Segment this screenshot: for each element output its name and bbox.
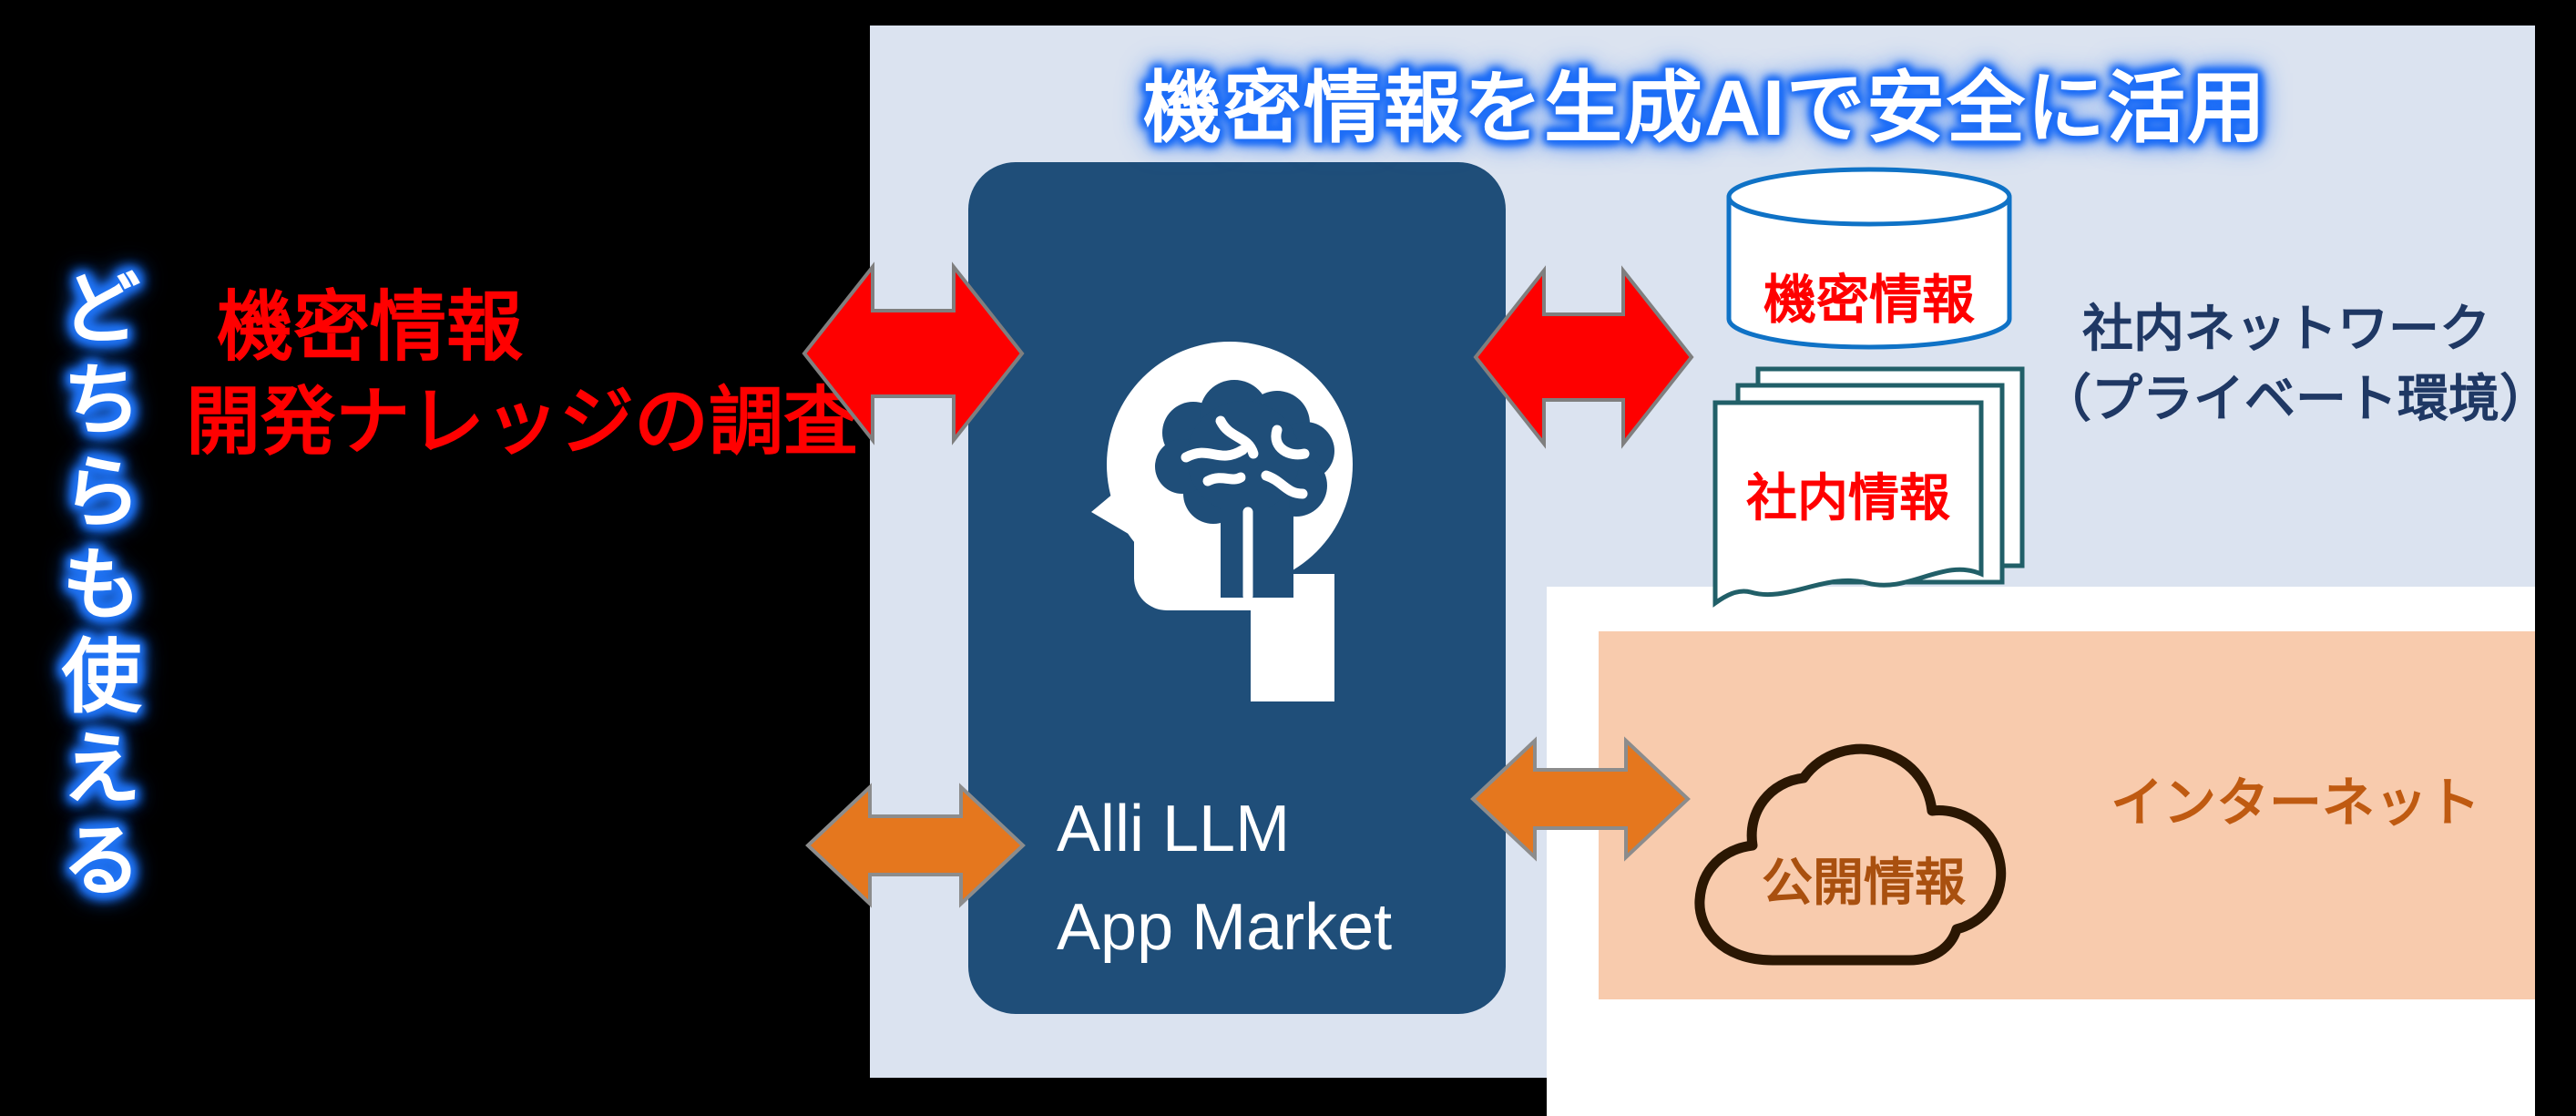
database-label: 機密情報 (1763, 271, 1975, 330)
documents-icon (1712, 366, 2025, 608)
cloud-icon (1694, 743, 2007, 966)
documents-label: 社内情報 (1746, 469, 1950, 527)
confidential-note-line1: 機密情報 (217, 284, 524, 370)
product-name-line1: Alli LLM (1057, 793, 1291, 865)
cloud-label: 公開情報 (1762, 854, 1966, 911)
internet-caption: インターネット (2110, 773, 2480, 833)
product-name-line2: App Market (1057, 891, 1393, 964)
red-double-arrow-left (802, 261, 1025, 445)
internal-network-caption: 社内ネットワーク （プライベート環境） (2040, 293, 2550, 434)
red-double-arrow-right (1473, 265, 1694, 449)
vertical-note: どちらも使える (50, 266, 140, 910)
diagram-title: 機密情報を生成AIで安全に活用 (1143, 65, 2267, 152)
brain-head-icon (1091, 342, 1353, 701)
orange-double-arrow-left (805, 783, 1026, 908)
database-icon (1726, 167, 2012, 350)
confidential-note-line2: 開発ナレッジの調査 (186, 381, 859, 464)
internal-network-caption-line2: （プライベート環境） (2040, 370, 2550, 427)
internal-network-caption-line1: 社内ネットワーク (2082, 300, 2490, 357)
product-name: Alli LLM App Market (1057, 780, 1392, 977)
orange-double-arrow-right (1470, 736, 1691, 862)
